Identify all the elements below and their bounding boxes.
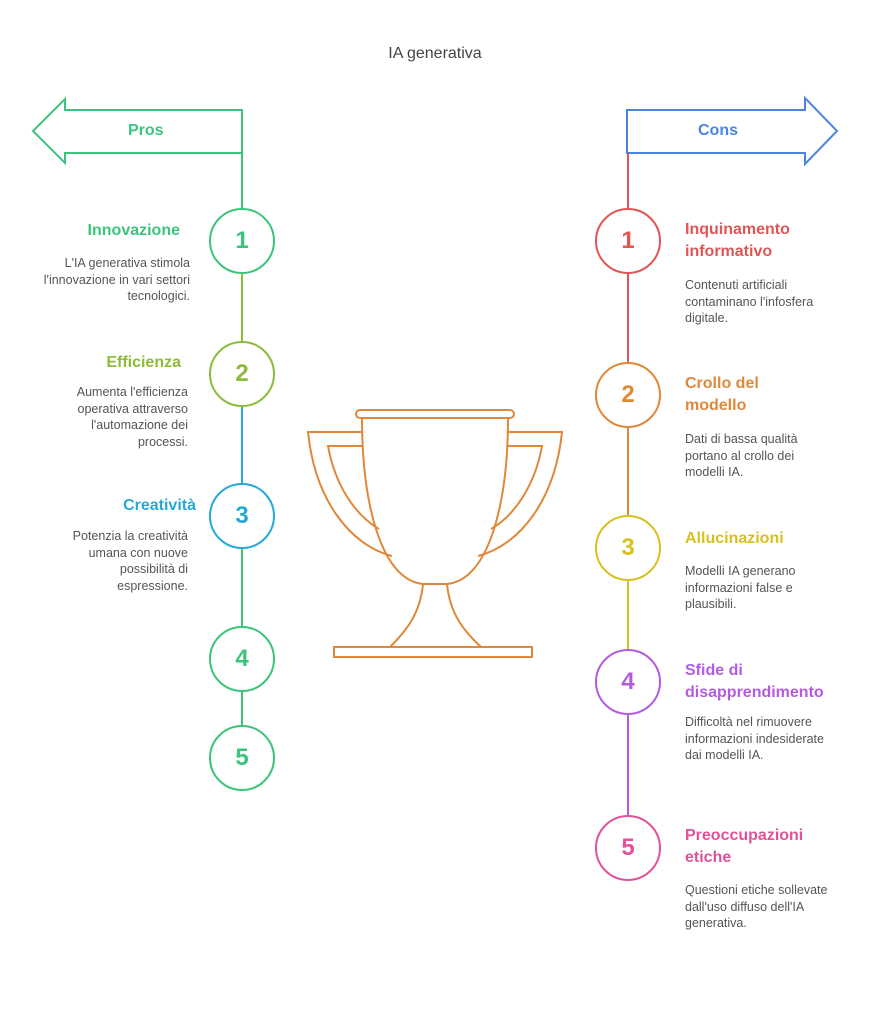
- con-desc-3: Modelli IA generano informazioni false e…: [685, 564, 796, 611]
- con-title-4: Sfide di disapprendimento: [685, 662, 824, 701]
- cons-step-number: 4: [621, 668, 635, 695]
- cons-step-number: 2: [621, 381, 635, 408]
- trophy-icon: [306, 409, 564, 658]
- pros-label: Pros: [128, 122, 164, 139]
- cons-arrow: [626, 95, 839, 167]
- cons-step-number: 3: [621, 534, 635, 561]
- pro-desc-3: Potenzia la creatività umana con nuove p…: [72, 529, 188, 593]
- pros-step-number: 4: [235, 645, 249, 672]
- pros-step-circle: [209, 208, 275, 274]
- pros-step-circle: [209, 341, 275, 407]
- con-title-1: Inquinamento informativo: [685, 221, 790, 260]
- con-desc-1: Contenuti artificiali contaminano l'info…: [685, 278, 814, 325]
- pros-step-number: 1: [235, 227, 249, 254]
- pros-step-circle: [209, 725, 275, 791]
- pros-step-circle: [209, 626, 275, 692]
- cons-step-circle: [595, 515, 661, 581]
- pros-step-circle: [209, 483, 275, 549]
- pros-step-number: 2: [235, 360, 249, 387]
- pros-step-number: 5: [235, 744, 249, 771]
- con-title-3: Allucinazioni: [685, 530, 784, 547]
- con-desc-2: Dati di bassa qualità portano al crollo …: [685, 432, 798, 479]
- con-title-2: Crollo del modello: [685, 375, 759, 414]
- pros-arrow: [31, 96, 243, 166]
- con-desc-4: Difficoltà nel rimuovere informazioni in…: [685, 715, 824, 762]
- pro-title-2: Efficienza: [106, 354, 181, 371]
- cons-step-circle: [595, 649, 661, 715]
- pros-step-number: 3: [235, 502, 249, 529]
- page-title: IA generativa: [388, 45, 482, 62]
- cons-step-number: 1: [621, 227, 635, 254]
- con-desc-5: Questioni etiche sollevate dall'uso diff…: [685, 883, 828, 930]
- con-title-5: Preoccupazioni etiche: [685, 827, 804, 866]
- cons-step-circle: [595, 208, 661, 274]
- cons-step-circle: [595, 362, 661, 428]
- pro-desc-1: L'IA generativa stimola l'innovazione in…: [43, 256, 190, 303]
- pro-title-1: Innovazione: [87, 222, 180, 239]
- pro-desc-2: Aumenta l'efficienza operativa attravers…: [76, 385, 188, 449]
- cons-label: Cons: [698, 122, 738, 139]
- cons-step-circle: [595, 815, 661, 881]
- cons-step-number: 5: [621, 834, 635, 861]
- pro-title-3: Creatività: [123, 497, 196, 514]
